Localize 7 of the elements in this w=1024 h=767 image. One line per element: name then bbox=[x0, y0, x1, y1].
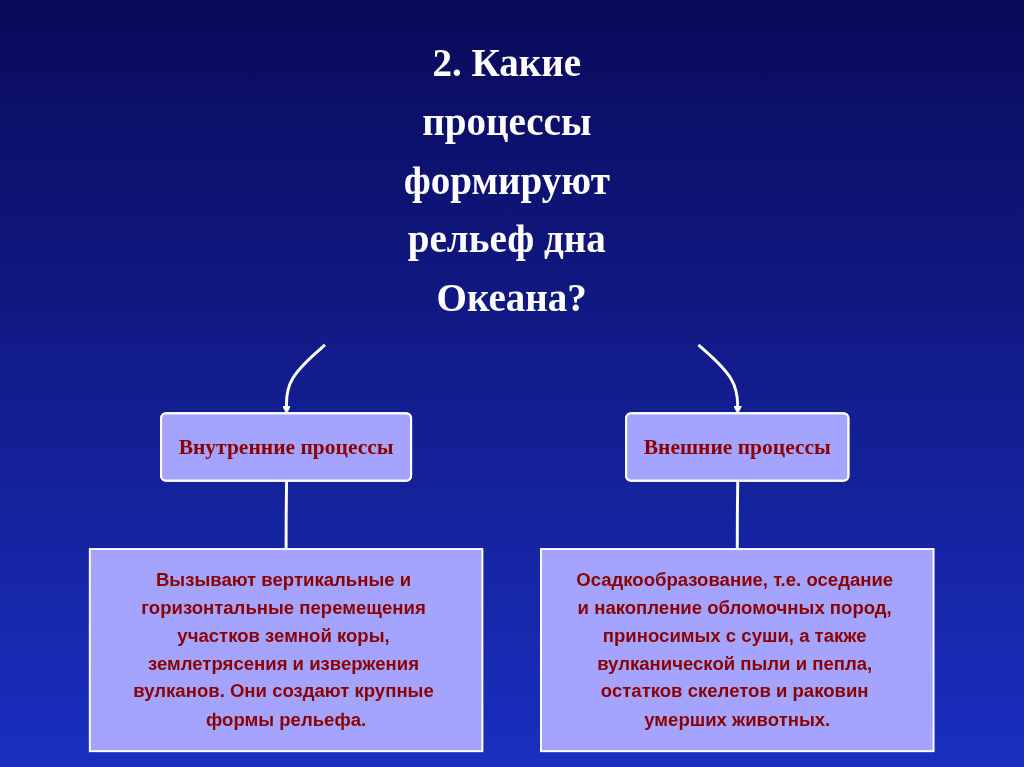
node-text: 2. Какие процессы формируют рельеф дна Океана? bbox=[404, 40, 611, 320]
arrow bbox=[282, 343, 327, 414]
node-box: Вызывают вертикальные и горизонтальные перемещения участков земной коры, землетрясения и извержения вулканов. Они создают крупные формы рельефа. bbox=[89, 547, 484, 752]
node-box: Осадкообразование, т.е. оседание и накопление обломочных пород, приносимых с суши, а также вулканической пыли и пепла, остатков скелетов и раковин умерших животных. bbox=[540, 547, 935, 752]
connector bbox=[284, 480, 289, 549]
connector bbox=[736, 480, 740, 549]
arrow bbox=[697, 343, 743, 414]
